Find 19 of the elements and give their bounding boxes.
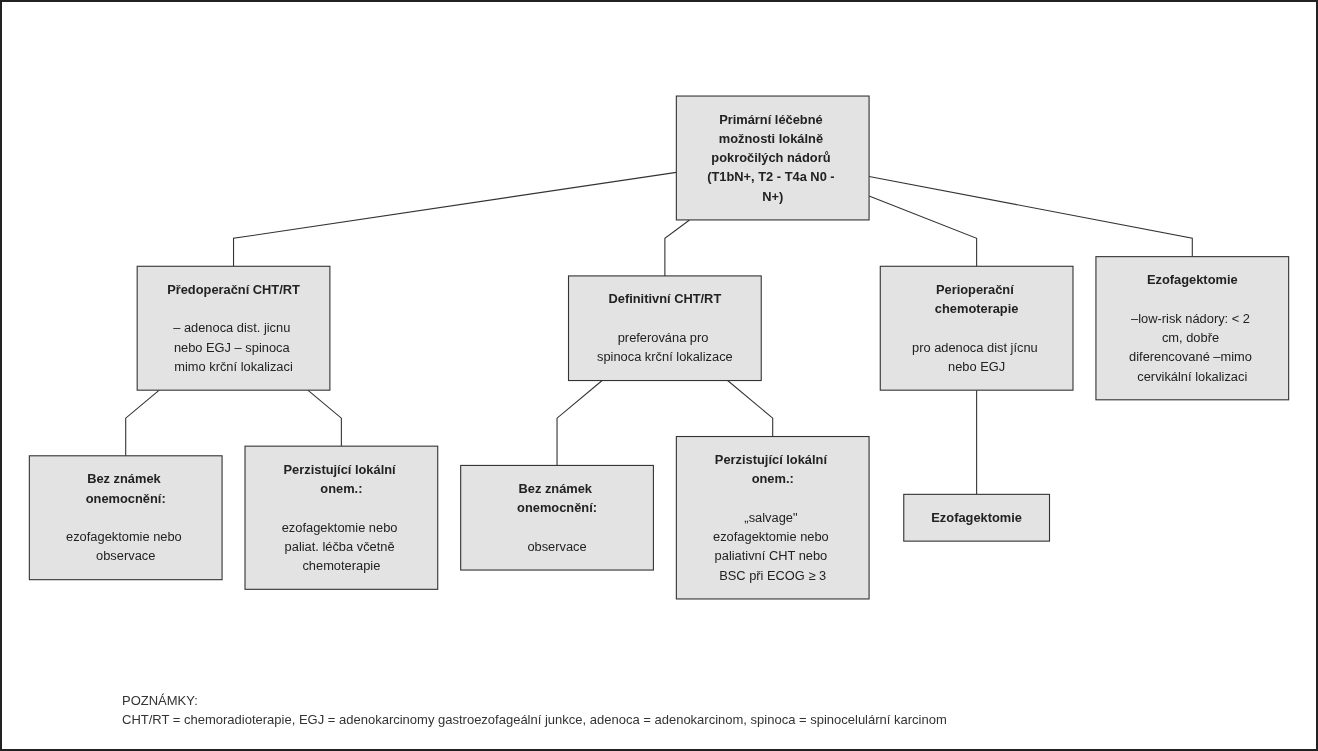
node-box: Perioperační chemoterapie pro adenoca dist jícnu nebo EGJ	[879, 265, 1074, 391]
node-box: Primární léčebné možnosti lokálně pokročilých nádorů (T1bN+, T2 - T4a N0 - N+)	[675, 95, 870, 221]
node-box: Bez známek onemocnění: observace	[460, 464, 654, 571]
connector	[125, 389, 160, 457]
connector	[556, 380, 603, 466]
connector	[727, 380, 774, 438]
node-box: Ezofagektomie –low-risk nádory: < 2 cm, dobře diferencované –mimo cervikální lokalizaci	[1095, 256, 1290, 401]
connector	[233, 171, 677, 267]
note-text: POZNÁMKY:	[122, 693, 199, 708]
node-box: Perzistující lokální onem.: „salvage" ezofagektomie nebo paliativní CHT nebo BSC při ECOG ≥ 3	[675, 435, 870, 600]
node-box: Ezofagektomie	[903, 493, 1051, 542]
node-box: Definitivní CHT/RT preferována pro spinoca krční lokalizace	[567, 275, 762, 382]
connector	[664, 219, 691, 277]
node-box: Předoperační CHT/RT – adenoca dist. jicnu nebo EGJ – spinoca mimo krční lokalizaci	[136, 265, 331, 391]
node-box: Bez známek onemocnění: ezofagektomie nebo observace	[28, 455, 223, 581]
note-text: CHT/RT = chemoradioterapie, EGJ = adenokarcinomy gastroezofageální junkce, adenoca = adenokarcinom, spinoca = spinocelulární karcinom	[122, 712, 948, 727]
connector	[307, 389, 342, 447]
connector	[976, 389, 978, 495]
node-box: Perzistující lokální onem.: ezofagektomie nebo paliat. léčba včetně chemoterapie	[244, 445, 439, 590]
